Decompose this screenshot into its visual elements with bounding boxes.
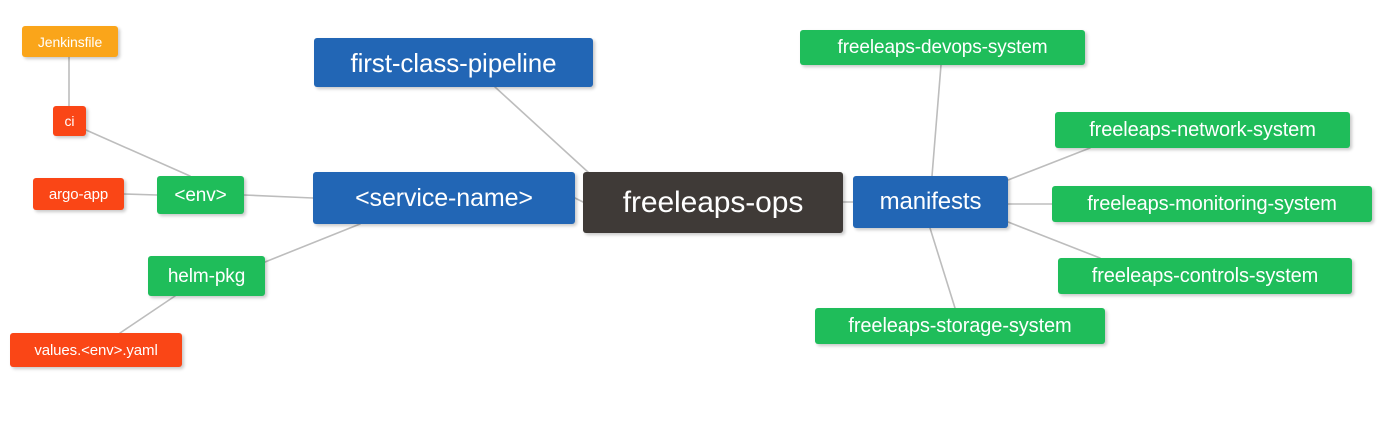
node-helm-pkg[interactable]: helm-pkg [148, 256, 265, 296]
node-values-yaml[interactable]: values.<env>.yaml [10, 333, 182, 367]
node-freeleaps-storage-system[interactable]: freeleaps-storage-system [815, 308, 1105, 344]
node-service-name[interactable]: <service-name> [313, 172, 575, 224]
edge-helm-pkg-to-values-yaml [119, 295, 176, 334]
node-jenkinsfile[interactable]: Jenkinsfile [22, 26, 118, 57]
edge-freeleaps-ops-to-first-class-pipeline [494, 86, 601, 184]
edge-manifests-to-freeleaps-controls-system [1007, 221, 1101, 259]
edge-service-name-to-env [243, 194, 314, 199]
node-freeleaps-monitoring-system[interactable]: freeleaps-monitoring-system [1052, 186, 1372, 222]
edge-manifests-to-freeleaps-network-system [1007, 147, 1091, 181]
node-ci[interactable]: ci [53, 106, 86, 136]
node-env[interactable]: <env> [157, 176, 244, 214]
node-freeleaps-network-system[interactable]: freeleaps-network-system [1055, 112, 1350, 148]
node-first-class-pipeline[interactable]: first-class-pipeline [314, 38, 593, 87]
node-freeleaps-controls-system[interactable]: freeleaps-controls-system [1058, 258, 1352, 294]
edge-freeleaps-ops-to-service-name [574, 197, 584, 203]
edge-manifests-to-freeleaps-devops-system [931, 64, 942, 177]
edge-manifests-to-freeleaps-storage-system [929, 227, 956, 309]
node-manifests[interactable]: manifests [853, 176, 1008, 228]
node-argo-app[interactable]: argo-app [33, 178, 124, 210]
edge-env-to-argo-app [123, 193, 158, 196]
node-freeleaps-devops-system[interactable]: freeleaps-devops-system [800, 30, 1085, 65]
node-freeleaps-ops[interactable]: freeleaps-ops [583, 172, 843, 233]
edge-service-name-to-helm-pkg [264, 223, 361, 263]
edge-env-to-ci [85, 129, 191, 177]
